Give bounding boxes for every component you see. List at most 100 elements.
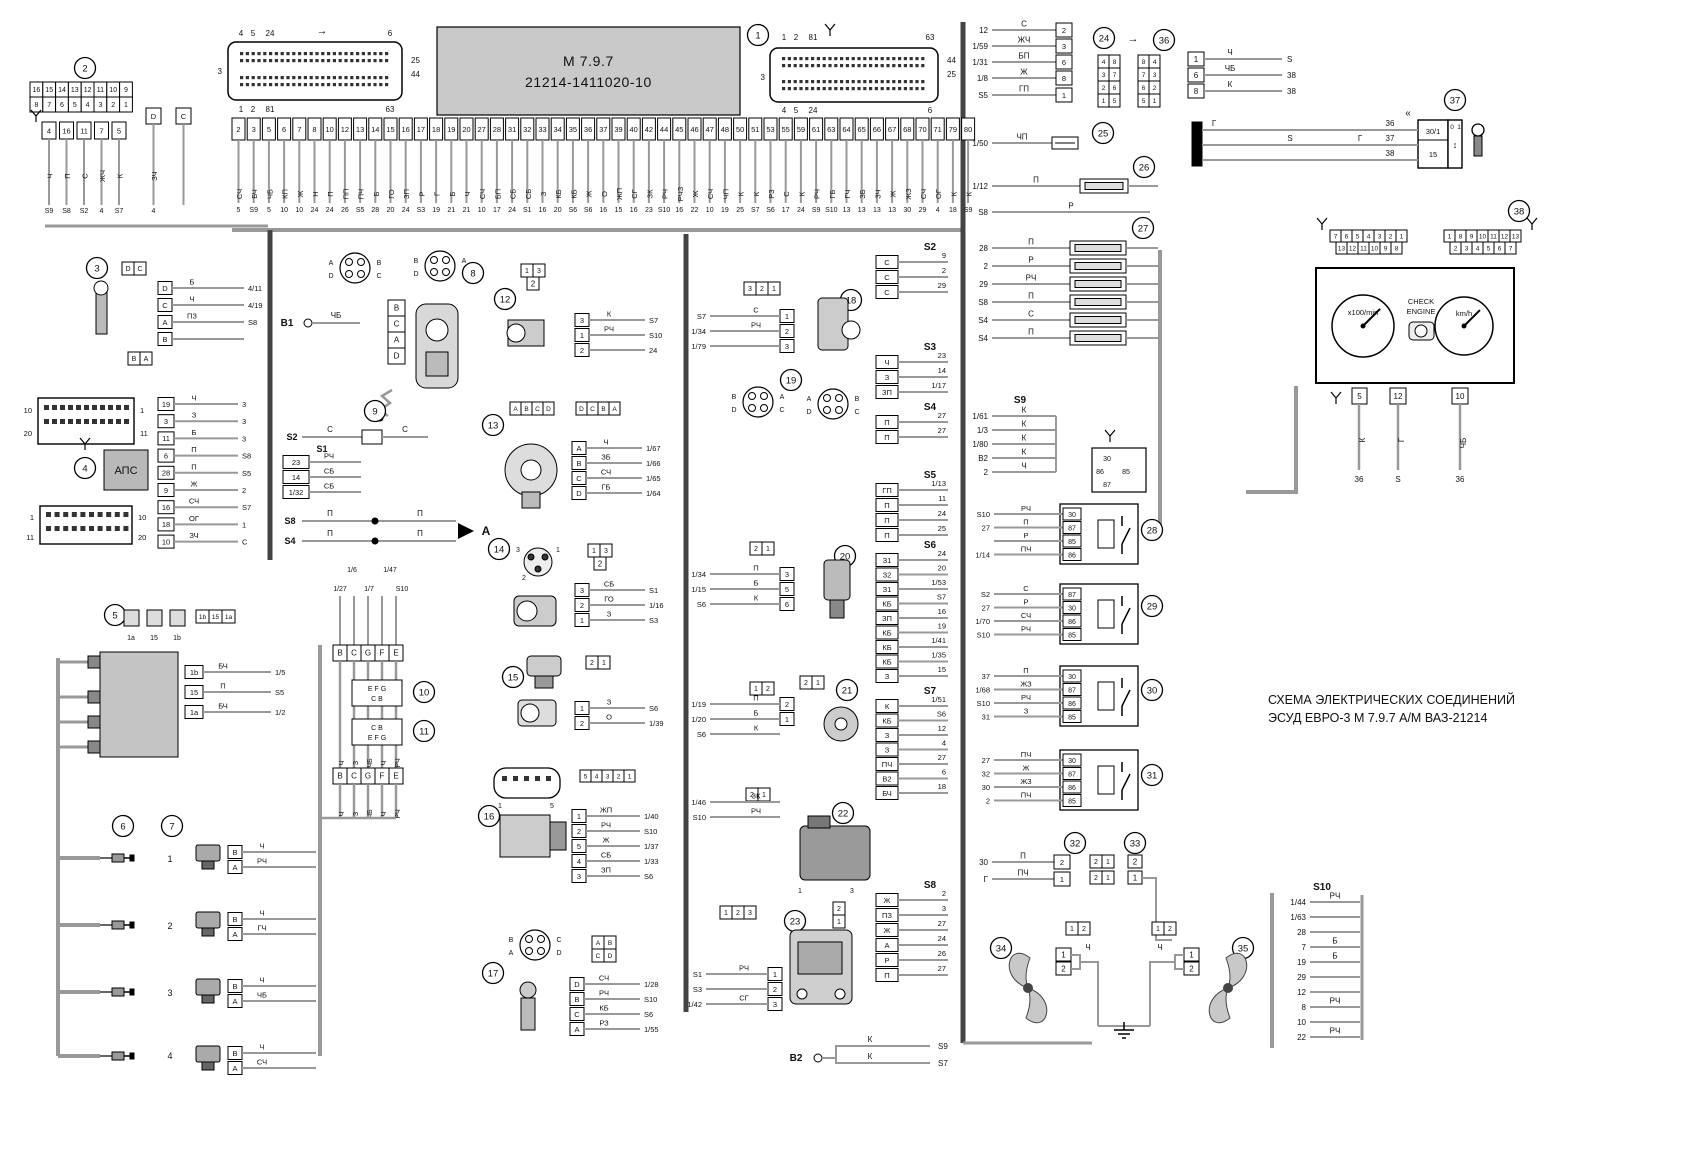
wire-code: П bbox=[1023, 518, 1028, 527]
pin-label: 61 bbox=[812, 125, 820, 134]
wire-code: Б bbox=[1332, 937, 1337, 946]
wire-code: Г bbox=[433, 192, 442, 196]
resistor-icon bbox=[1074, 244, 1122, 252]
component-number-badge bbox=[481, 413, 505, 437]
pin-label: 33 bbox=[538, 125, 546, 134]
wire-label: S8 bbox=[978, 208, 988, 217]
wire-dest: 10 bbox=[478, 207, 486, 214]
wire-dest: S2 bbox=[80, 208, 89, 215]
wire-code: П bbox=[191, 462, 196, 471]
pin-label: 1a bbox=[190, 708, 199, 717]
diagram-label: 86 bbox=[1096, 469, 1104, 476]
diagram-label: К bbox=[868, 1052, 873, 1061]
connector-cell bbox=[1108, 93, 1121, 108]
pin-dot bbox=[845, 80, 849, 84]
pin-label: 70 bbox=[918, 125, 926, 134]
resistor-icon bbox=[1074, 280, 1122, 288]
pin-dot bbox=[793, 57, 797, 61]
wire-dest: 26 bbox=[341, 207, 349, 214]
wire-dest: S10 bbox=[825, 207, 838, 214]
pin-label: 44 bbox=[660, 125, 668, 134]
cell-label: 3 bbox=[748, 910, 752, 917]
pin-label: 28 bbox=[493, 125, 501, 134]
component-number: 28 bbox=[1147, 526, 1158, 537]
schema-title-line1: СХЕМА ЭЛЕКТРИЧЕСКИХ СОЕДИНЕНИЙ bbox=[1268, 693, 1515, 707]
round-connector-pin bbox=[748, 392, 756, 400]
wire-code: З bbox=[539, 191, 548, 196]
wire-dest: S9 bbox=[45, 208, 54, 215]
pin-label: 10 bbox=[1456, 392, 1465, 401]
wire-code: С bbox=[1021, 20, 1027, 29]
pin bbox=[1062, 696, 1082, 710]
diagram-label: Ч bbox=[381, 811, 388, 816]
wire-dest: 14 bbox=[938, 366, 946, 375]
pin-dot bbox=[100, 419, 105, 424]
pin-dot bbox=[851, 64, 855, 68]
pin-dot bbox=[379, 59, 383, 63]
pin-label: 3 bbox=[577, 872, 581, 881]
cell-label: 3 bbox=[1102, 72, 1106, 79]
pin-dot bbox=[524, 776, 529, 781]
schema-title: СХЕМА ЭЛЕКТРИЧЕСКИХ СОЕДИНЕНИЙ ЭСУД ЕВРО… bbox=[1268, 692, 1608, 727]
round-connector-pin bbox=[430, 256, 438, 264]
component-circle bbox=[813, 1053, 823, 1063]
cell-label: 1 bbox=[1153, 98, 1157, 105]
component-number-badge bbox=[1092, 26, 1116, 50]
diagram-label: Ч bbox=[1227, 48, 1232, 57]
pin-label: 10 bbox=[326, 125, 334, 134]
wire-dest: 1/34 bbox=[691, 570, 706, 579]
cell-label: 2 bbox=[1094, 859, 1098, 866]
cell-label: 6 bbox=[60, 102, 64, 109]
component-circle bbox=[534, 565, 542, 573]
connector-cell bbox=[1077, 921, 1091, 936]
wire-dest: S9 bbox=[249, 207, 258, 214]
wire-label: 1/59 bbox=[972, 42, 988, 51]
pin-label: B bbox=[509, 937, 514, 944]
connector-cell bbox=[542, 401, 555, 416]
pin bbox=[1062, 507, 1082, 521]
pin-dot bbox=[274, 52, 278, 56]
wire-code: К bbox=[607, 310, 612, 319]
component-number: 38 bbox=[1514, 207, 1525, 218]
cell-label: 12 bbox=[84, 87, 92, 94]
cell-label: 2 bbox=[1454, 246, 1458, 253]
pin-dot bbox=[811, 80, 815, 84]
pin-dot bbox=[799, 80, 803, 84]
pin-dot bbox=[280, 76, 284, 80]
pin-label: 1b bbox=[190, 668, 198, 677]
cell-label: 16 bbox=[33, 87, 41, 94]
pin-label: 67 bbox=[888, 125, 896, 134]
pin-label: 85 bbox=[1068, 798, 1076, 805]
component-body bbox=[1091, 447, 1147, 493]
wire-code: Ч bbox=[46, 174, 55, 179]
cell-label: 6 bbox=[1142, 85, 1146, 92]
wire-code: РЗ bbox=[767, 189, 776, 199]
cell-label: 10 bbox=[109, 87, 117, 94]
component-number: 3 bbox=[94, 264, 99, 275]
component-circle bbox=[527, 553, 535, 561]
wire-dest: S6 bbox=[649, 704, 658, 713]
wire-dest: 16 bbox=[675, 207, 683, 214]
wire-code: РЧ bbox=[1330, 892, 1341, 901]
component-body bbox=[425, 351, 449, 377]
diagram-label: S9 bbox=[938, 1042, 948, 1051]
diagram-label: 38 bbox=[1287, 71, 1296, 80]
component-body bbox=[499, 814, 551, 858]
wire-code: П bbox=[1028, 328, 1034, 337]
diagram-label: 85 bbox=[1122, 469, 1130, 476]
wire-code: СГ bbox=[739, 994, 748, 1003]
cell-label: 4 bbox=[86, 102, 90, 109]
wire-code: СГ bbox=[630, 189, 639, 198]
pin-label: 3 bbox=[252, 125, 256, 134]
component-number: 19 bbox=[786, 376, 797, 387]
wire-label: 22 bbox=[1297, 1033, 1306, 1042]
cell-label: 12 bbox=[1501, 234, 1509, 241]
wire-code: СЧ bbox=[1021, 611, 1031, 620]
wire-dest: 27 bbox=[938, 964, 946, 973]
diagram-label: 15 bbox=[150, 635, 158, 642]
round-connector-pin bbox=[525, 935, 533, 943]
wire-code: Ж bbox=[1023, 764, 1030, 773]
pin-dot bbox=[863, 87, 867, 91]
wire-dest: 16 bbox=[539, 207, 547, 214]
pin-dot bbox=[822, 87, 826, 91]
